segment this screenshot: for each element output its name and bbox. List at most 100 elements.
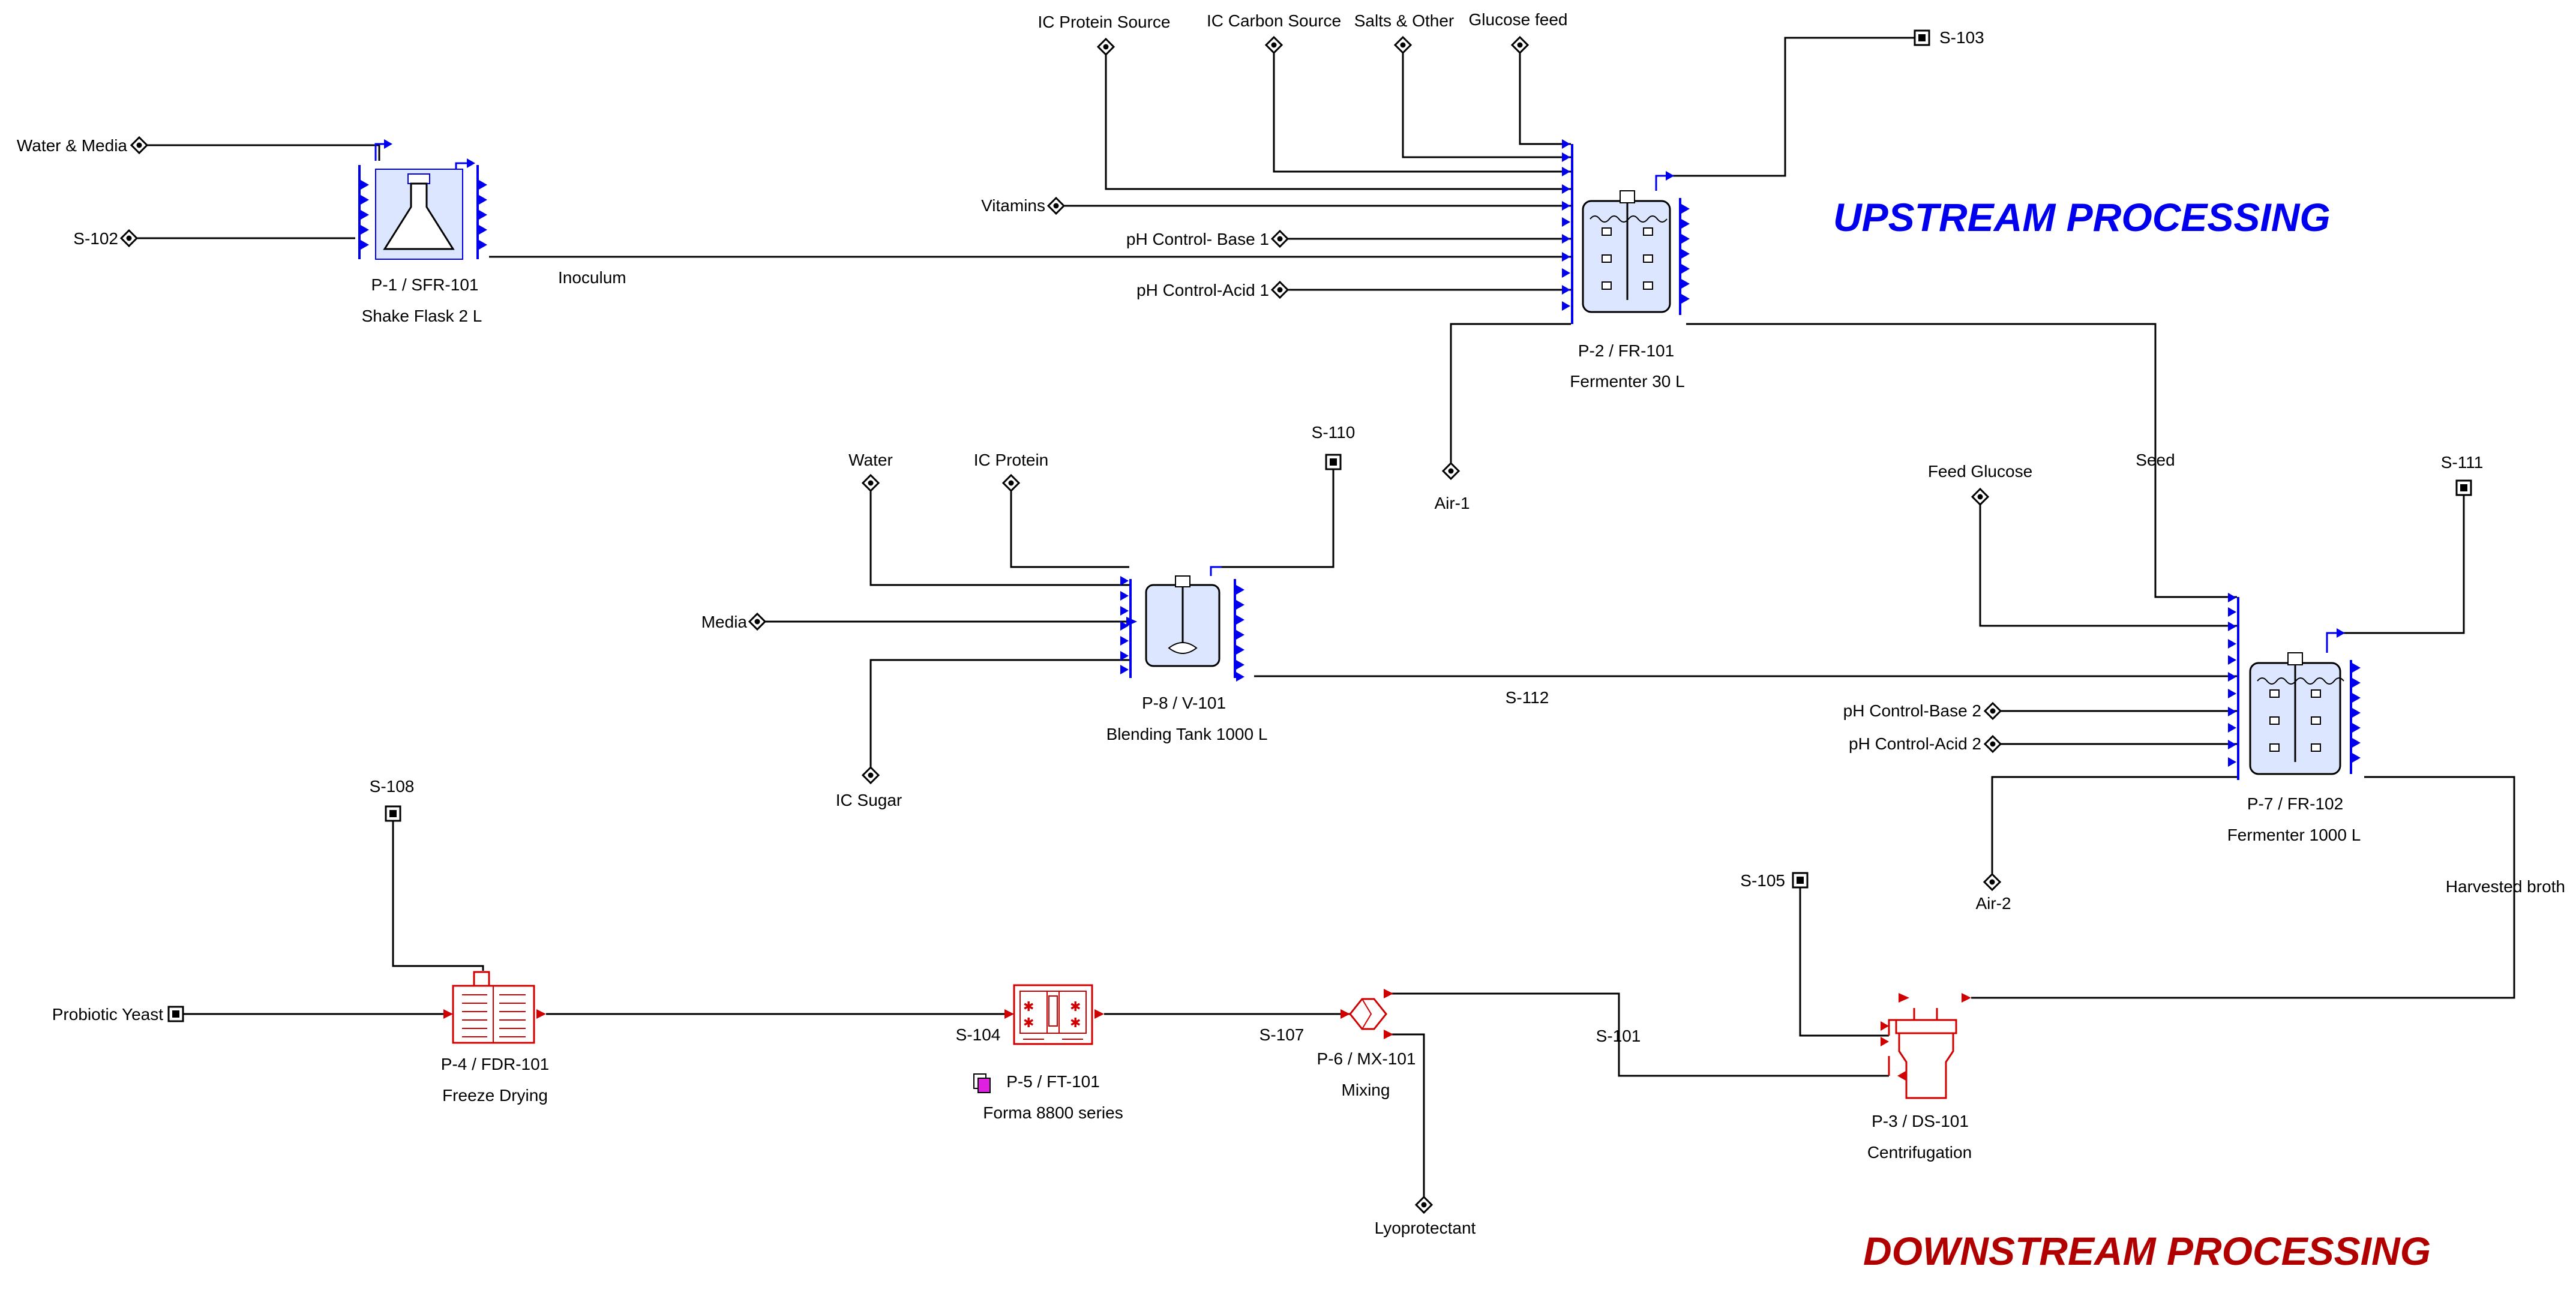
source-ph-base2-icon[interactable] — [1984, 702, 2002, 720]
label-s112: S-112 — [1506, 688, 1549, 707]
label-s103: S-103 — [1939, 28, 1984, 47]
label-lyoprotectant: Lyoprotectant — [1375, 1219, 1476, 1237]
pipe-feed-glucose — [1979, 499, 2237, 627]
label-ph-acid1: pH Control-Acid 1 — [1136, 281, 1269, 299]
p7-tag: P-7 / FR-102 — [2247, 794, 2343, 813]
unit-p1-shake-flask[interactable] — [358, 139, 487, 260]
pipe-water-media — [143, 144, 380, 161]
p5-tag: P-5 / FT-101 — [1006, 1072, 1100, 1091]
label-water-media: Water & Media — [17, 136, 128, 155]
p3-name: Centrifugation — [1867, 1143, 1972, 1162]
svg-text:✱: ✱ — [1023, 1000, 1034, 1015]
source-ic-carbon-source-icon[interactable] — [1265, 36, 1283, 54]
label-ic-protein: IC Protein — [974, 451, 1049, 469]
label-feed-glucose: Feed Glucose — [1928, 462, 2032, 481]
label-ic-sugar: IC Sugar — [836, 791, 902, 809]
svg-text:✱: ✱ — [1023, 1016, 1034, 1031]
label-s102: S-102 — [73, 229, 118, 248]
p4-tag: P-4 / FDR-101 — [441, 1055, 550, 1073]
p2-name: Fermenter 30 L — [1570, 372, 1684, 391]
source-media-icon[interactable] — [748, 613, 766, 631]
pipe-ic-sugar — [869, 659, 1129, 774]
unit-p8-blending-tank[interactable] — [1120, 566, 1244, 682]
pipe-salts-other — [1402, 45, 1571, 158]
unit-labels: P-1 / SFR-101 Shake Flask 2 L P-2 / FR-1… — [362, 275, 2361, 1162]
unit-p5-forma-8800[interactable]: ✱ ✱ ✱ ✱ — [973, 984, 1104, 1093]
label-water: Water — [848, 451, 893, 469]
pipe-ic-carbon-source — [1273, 45, 1571, 173]
source-air1-icon[interactable] — [1442, 462, 1460, 480]
label-s108: S-108 — [370, 777, 415, 796]
pipe-s111 — [2339, 495, 2465, 634]
sink-s110-icon[interactable] — [1325, 454, 1342, 470]
unit-p6-mixing[interactable] — [1341, 989, 1393, 1039]
p3-tag: P-3 / DS-101 — [1872, 1112, 1969, 1130]
unit-p4-freeze-drying[interactable] — [443, 971, 546, 1044]
label-media: Media — [701, 613, 748, 631]
pipe-air1 — [1450, 323, 1571, 468]
pipe-glucose-feed — [1519, 45, 1571, 145]
label-inoculum: Inoculum — [558, 268, 626, 287]
p5-name: Forma 8800 series — [983, 1103, 1123, 1122]
p1-name: Shake Flask 2 L — [362, 307, 482, 325]
unit-p7-fermenter-1000l[interactable] — [2228, 593, 2361, 780]
p4-name: Freeze Drying — [442, 1086, 548, 1105]
label-air1: Air-1 — [1434, 494, 1470, 512]
label-ph-base1: pH Control- Base 1 — [1126, 230, 1269, 248]
source-ic-sugar-icon[interactable] — [862, 766, 880, 784]
label-harvested-broth: Harvested broth — [2446, 877, 2565, 896]
sink-s105-icon[interactable] — [1792, 872, 1809, 889]
source-feed-glucose-icon[interactable] — [1971, 488, 1989, 506]
unit-p3-centrifugation[interactable] — [1881, 993, 1971, 1099]
label-s110: S-110 — [1312, 423, 1356, 442]
stream-labels: Water & Media S-102 Inoculum IC Protein … — [17, 10, 2565, 1237]
downstream-title: DOWNSTREAM PROCESSING — [1863, 1229, 2431, 1273]
pipe-s105 — [1799, 880, 1889, 1037]
source-air2-icon[interactable] — [1983, 873, 2001, 891]
source-ic-protein-icon[interactable] — [1002, 474, 1020, 492]
label-s105: S-105 — [1740, 871, 1785, 890]
pipe-water — [869, 486, 1129, 586]
label-ph-acid2: pH Control-Acid 2 — [1849, 734, 1981, 753]
source-vitamins-icon[interactable] — [1047, 197, 1065, 215]
pipe-network — [133, 37, 2515, 1203]
p6-tag: P-6 / MX-101 — [1317, 1049, 1416, 1068]
source-salts-other-icon[interactable] — [1394, 36, 1412, 54]
sink-s103-icon[interactable] — [1914, 29, 1930, 46]
source-ph-acid1-icon[interactable] — [1271, 281, 1289, 299]
p1-tag: P-1 / SFR-101 — [371, 275, 479, 294]
label-probiotic-yeast: Probiotic Yeast — [52, 1005, 163, 1024]
unit-p2-fermenter-30l[interactable] — [1562, 139, 1690, 324]
p7-name: Fermenter 1000 L — [2227, 826, 2361, 844]
source-ph-base1-icon[interactable] — [1271, 230, 1289, 248]
pipe-ic-protein — [1010, 486, 1129, 568]
label-air2: Air-2 — [1975, 894, 2011, 913]
pipe-s110 — [1222, 470, 1335, 568]
source-lyoprotectant-icon[interactable] — [1415, 1196, 1433, 1214]
source-glucose-feed-icon[interactable] — [1511, 36, 1529, 54]
source-ic-protein-source-icon[interactable] — [1097, 38, 1115, 56]
label-ph-base2: pH Control-Base 2 — [1843, 701, 1981, 720]
source-water-media-icon[interactable] — [130, 136, 148, 154]
source-water-icon[interactable] — [862, 474, 880, 492]
p8-tag: P-8 / V-101 — [1142, 694, 1226, 712]
source-s102-icon[interactable] — [120, 229, 138, 247]
svg-text:✱: ✱ — [1070, 1000, 1081, 1015]
sink-s111-icon[interactable] — [2455, 479, 2472, 496]
pipe-harvested-broth — [1971, 776, 2515, 999]
pipe-seed — [1686, 323, 2237, 598]
label-s111: S-111 — [2441, 453, 2484, 472]
label-vitamins: Vitamins — [981, 196, 1045, 215]
p2-tag: P-2 / FR-101 — [1578, 341, 1674, 360]
label-s101: S-101 — [1596, 1027, 1641, 1045]
source-ph-acid2-icon[interactable] — [1984, 735, 2002, 753]
pipe-s101 — [1387, 992, 1889, 1077]
sink-s108-icon[interactable] — [385, 805, 401, 822]
pipe-air2 — [1991, 776, 2237, 881]
sink-probiotic-yeast-icon[interactable] — [167, 1006, 184, 1022]
p6-name: Mixing — [1342, 1081, 1390, 1099]
upstream-title: UPSTREAM PROCESSING — [1833, 195, 2331, 239]
pipe-lyoprotectant — [1387, 1033, 1425, 1203]
svg-text:✱: ✱ — [1070, 1016, 1081, 1031]
